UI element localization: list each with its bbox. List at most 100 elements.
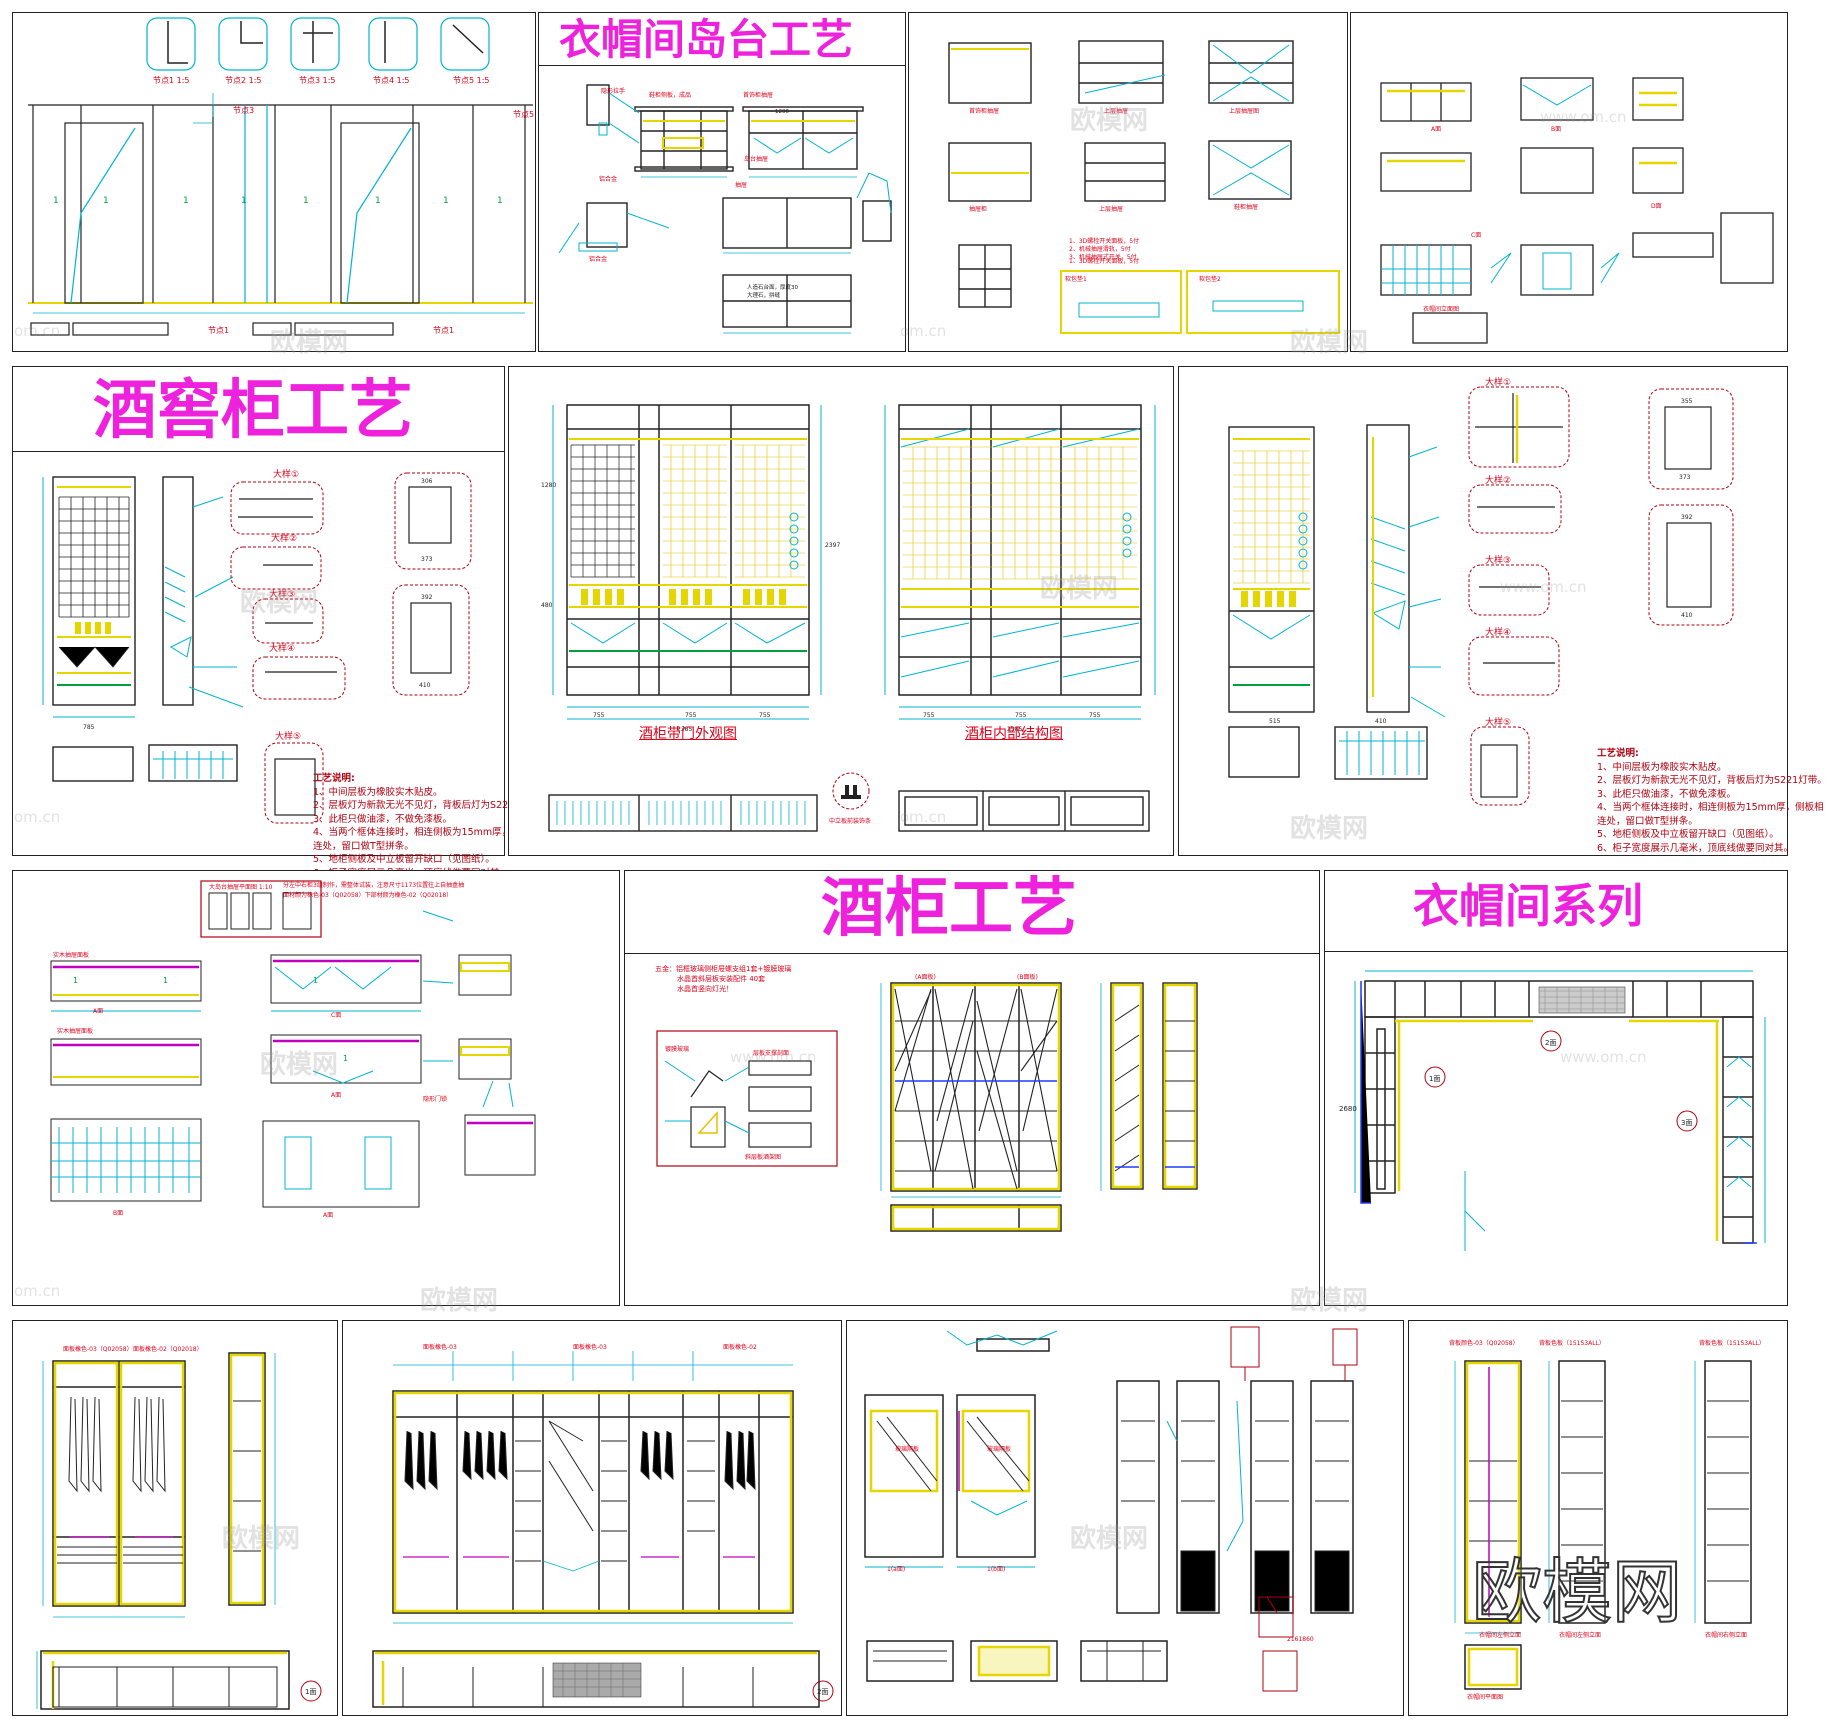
svg-text:隐形门锁: 隐形门锁 [423,1095,447,1103]
sheet-cloakroom-island: 衣帽间岛台工艺 隐形拉手鞋 [538,12,906,352]
title-wine-cellar: 酒窖柜工艺 [93,374,413,448]
svg-text:面材颜为橡色-03（Q02058）下部材颜为橡色-02（Q0: 面材颜为橡色-03（Q02058）下部材颜为橡色-02（Q02018） [283,891,452,899]
sheet-wine-cabinet: 酒柜工艺 五金：铝框玻璃侧柜屉螺支组1套+镀膜玻璃 水晶首斜层板安装配件 40套… [624,870,1320,1306]
svg-text:410: 410 [1375,718,1387,725]
svg-text:首饰柜抽屉: 首饰柜抽屉 [969,107,999,115]
svg-text:A面: A面 [93,1008,103,1015]
svg-text:1: 1 [73,976,78,985]
svg-text:755: 755 [1089,712,1101,719]
svg-text:面板橡色-03: 面板橡色-03 [423,1343,457,1351]
svg-text:软包垫2: 软包垫2 [1199,275,1221,283]
svg-text:1: 1 [163,976,168,985]
sheet-drawer-details: 首饰柜抽屉上层抽屉上层抽屉图 抽屉柜上层抽屉鞋柜抽屉 1、3D螺栓开关面板，5付… [908,12,1348,352]
svg-text:铝合金: 铝合金 [599,175,617,183]
svg-text:2397: 2397 [825,542,840,549]
svg-text:节点2 1:5: 节点2 1:5 [225,76,262,85]
svg-text:(A面板): (A面板) [915,973,936,981]
svg-text:节点1 1:5: 节点1 1:5 [153,76,190,85]
svg-text:B面: B面 [1551,126,1561,133]
svg-text:抽屉: 抽屉 [735,181,747,189]
svg-text:上层抽屉: 上层抽屉 [1104,107,1128,115]
svg-text:面板橡色-03: 面板橡色-03 [573,1343,607,1351]
svg-text:大样①: 大样① [273,468,299,480]
svg-text:大样⑤: 大样⑤ [275,730,301,742]
svg-text:373: 373 [421,556,433,563]
svg-text:1面: 1面 [305,1688,316,1696]
svg-text:玻璃隔板: 玻璃隔板 [987,1445,1011,1453]
svg-text:2面: 2面 [1545,1039,1556,1047]
svg-text:1: 1 [375,196,381,206]
svg-text:实木抽屉面板: 实木抽屉面板 [53,951,89,959]
svg-text:大样③: 大样③ [269,588,295,600]
svg-text:2161860: 2161860 [1287,1636,1314,1643]
svg-text:斜层板酒架图: 斜层板酒架图 [745,1153,781,1161]
sheet-cloakroom-face-1: 1面 面板橡色-03（Q02058）面板橡色-02（Q02018） [12,1320,338,1716]
svg-text:节点3: 节点3 [233,106,254,115]
svg-text:2385: 2385 [677,726,692,733]
svg-text:B面: B面 [113,1210,123,1217]
drawer-details-drawing: 首饰柜抽屉上层抽屉上层抽屉图 抽屉柜上层抽屉鞋柜抽屉 1、3D螺栓开关面板，5付… [948,40,1340,334]
svg-text:C面: C面 [1471,232,1481,239]
svg-text:岛台抽屉: 岛台抽屉 [744,155,768,163]
svg-text:背板色板（15153ALL）: 背板色板（15153ALL） [1699,1339,1765,1347]
svg-text:玻璃隔板: 玻璃隔板 [895,1445,919,1453]
sheet-wine-cellar-left: 酒窖柜工艺 [12,366,543,879]
svg-text:A面: A面 [1431,126,1441,133]
svg-text:衣帽间左侧立面: 衣帽间左侧立面 [1479,1631,1521,1639]
svg-text:铝合金: 铝合金 [589,255,607,263]
island-detail-2-drawing: 大岛台抽屉平面图 1:10 分左中右柜3组制作，需整体试装，注意尺寸1173位置… [50,880,536,1219]
svg-text:衣帽间左侧立面: 衣帽间左侧立面 [1559,1631,1601,1639]
svg-text:755: 755 [685,712,697,719]
svg-text:背板色板（15153ALL）: 背板色板（15153ALL） [1539,1339,1605,1347]
svg-text:1: 1 [183,196,189,206]
svg-text:392: 392 [1681,514,1693,521]
svg-text:3、机械抽屉式开关，5付: 3、机械抽屉式开关，5付 [1069,253,1137,261]
svg-text:1面: 1面 [1429,1075,1440,1083]
svg-text:大样②: 大样② [271,532,297,544]
svg-text:大岛台抽屉平面图 1:10: 大岛台抽屉平面图 1:10 [209,883,273,891]
svg-text:755: 755 [923,712,935,719]
svg-text:人造石台面，厚度30: 人造石台面，厚度30 [747,283,798,291]
svg-text:大理石，拼缝: 大理石，拼缝 [747,291,781,299]
svg-text:A面: A面 [323,1212,333,1219]
svg-text:大样①: 大样① [1485,376,1511,388]
svg-text:衣帽间立面图: 衣帽间立面图 [1423,305,1459,313]
svg-text:首饰柜抽屉: 首饰柜抽屉 [743,91,773,99]
svg-text:节点4 1:5: 节点4 1:5 [373,76,410,85]
svg-text:1: 1 [497,196,503,206]
cloakroom-face-4-drawing: 背板颜色-03（Q02058）背板色板（15153ALL）背板色板（15153A… [1449,1339,1765,1701]
svg-text:节点3 1:5: 节点3 1:5 [299,76,336,85]
svg-text:大样⑤: 大样⑤ [1485,716,1511,728]
svg-text:层板支撑剖面: 层板支撑剖面 [753,1049,789,1057]
svg-text:392: 392 [421,594,433,601]
svg-text:1: 1 [303,196,309,206]
svg-text:1、3D螺栓开关面板，5付: 1、3D螺栓开关面板，5付 [1069,257,1139,265]
svg-text:(B面板): (B面板) [1017,973,1038,981]
svg-text:785: 785 [83,724,95,731]
svg-text:衣帽间平面图: 衣帽间平面图 [1467,1693,1503,1701]
title-cloakroom-series: 衣帽间系列 [1413,879,1643,933]
svg-text:鞋柜抽屉: 鞋柜抽屉 [1234,203,1258,211]
cloakroom-face-3-drawing: 1(a面)1(b面)玻璃隔板玻璃隔板2161860 [864,1326,1358,1692]
svg-text:抽屉柜: 抽屉柜 [969,205,987,213]
title-cloakroom-island: 衣帽间岛台工艺 [559,15,854,64]
svg-text:大样③: 大样③ [1485,554,1511,566]
cloakroom-face-1-drawing: 1面 面板橡色-03（Q02058）面板橡色-02（Q02018） [36,1345,322,1710]
svg-text:面板橡色-03（Q02058）: 面板橡色-03（Q02058） [63,1345,133,1353]
svg-text:上层抽屉: 上层抽屉 [1099,205,1123,213]
svg-text:D面: D面 [1651,203,1662,210]
svg-text:大样②: 大样② [1485,474,1511,486]
svg-text:373: 373 [1679,474,1691,481]
svg-text:410: 410 [1681,612,1693,619]
svg-text:480: 480 [541,602,553,609]
svg-text:515: 515 [1269,718,1281,725]
